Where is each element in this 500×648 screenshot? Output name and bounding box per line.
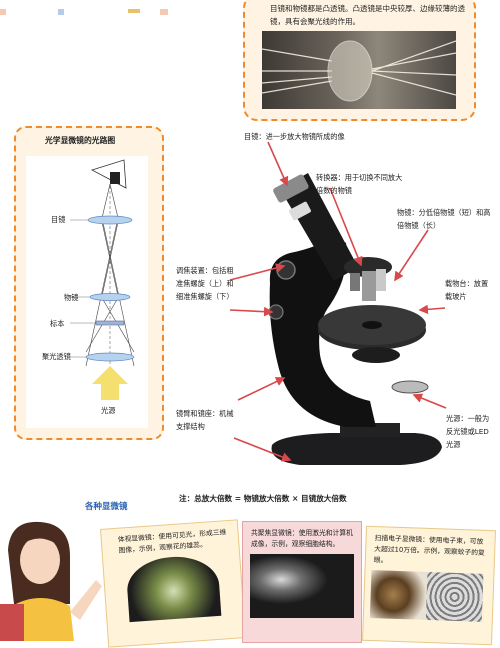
girl-shirt [10, 598, 74, 641]
girl-illustration [0, 521, 102, 641]
eye-outline [90, 159, 127, 189]
girl-face [20, 536, 60, 584]
light-beam-illustration [261, 40, 457, 102]
label-part-stage: 载物台：放置载玻片 [445, 279, 489, 301]
stereo-microscope-card: 体视显微镜：使用可见光，形成三维图像，示例，观察花的雄蕊。 [100, 519, 246, 648]
header-decoration [0, 0, 190, 15]
label-part-focus: 调焦装置：包括粗准焦螺旋（上）和细准焦螺旋（下） [176, 266, 234, 301]
label-eyepiece: 目镜 [51, 215, 66, 224]
sem-microscope-text: 扫描电子显微镜：使用电子束，可放大超过10万倍。示例，观察蚊子的复眼。 [373, 534, 485, 565]
light-path-canvas [26, 156, 148, 428]
stereo-microscope-photo [125, 553, 222, 623]
label-part-light: 光源：一般为反光镜或LED光源 [446, 414, 490, 449]
magnification-note: 注：总放大倍数 = 物镜放大倍数 × 目镜放大倍数 [179, 494, 347, 503]
label-part-eyepiece: 目镜：进一步放大物镜所成的像 [244, 132, 345, 141]
section-title: 各种显微镜 [85, 502, 128, 512]
decoration-dots [0, 9, 168, 15]
stereo-microscope-text: 体视显微镜：使用可见光，形成三维图像，示例，观察花的雄蕊。 [117, 528, 227, 555]
arrow-stage [418, 304, 446, 315]
sem-microscope-card: 扫描电子显微镜：使用电子束，可放大超过10万倍。示例，观察蚊子的复眼。 [362, 525, 496, 646]
label-specimen: 标本 [50, 319, 65, 328]
microscope-body [268, 173, 442, 465]
arrow-fine-focus [229, 306, 274, 317]
arrow-coarse-focus [229, 263, 286, 281]
label-part-objective: 物镜：分低倍物镜（短）和高倍物镜（长） [397, 208, 491, 230]
light-path-title: 光学显微镜的光路图 [45, 136, 116, 145]
compound-eye-photo [425, 571, 484, 622]
sem-photos [369, 569, 488, 622]
eye-pupil [110, 172, 120, 184]
convex-lens-photo [261, 31, 457, 109]
label-light-source: 光源 [101, 406, 116, 415]
arrow-arm [237, 377, 286, 401]
label-part-revolver: 转换器：用于切换不同放大倍数的物镜 [316, 173, 403, 195]
label-part-arm: 镜臂和镜座：机械支撑结构 [176, 409, 234, 431]
mosquito-photo [369, 569, 428, 620]
arrow-base [233, 437, 292, 462]
light-path-diagram [70, 159, 135, 400]
arrow-objective [394, 229, 429, 282]
microscope-illustration [268, 173, 442, 465]
arrow-eyepiece [267, 141, 289, 187]
confocal-microscope-text: 共聚焦显微镜：使用激光和计算机成像，示例，观察细胞结构。 [251, 529, 353, 548]
arrow-revolver [329, 187, 363, 267]
label-condenser: 聚光透镜 [42, 352, 71, 361]
lens-info-text: 目镜和物镜都是凸透镜。凸透镜是中央较厚、边缘较薄的透镜，具有会聚光线的作用。 [270, 4, 465, 26]
girl-hand [70, 580, 102, 620]
confocal-microscope-photo [250, 554, 354, 618]
girl-book [0, 604, 24, 641]
confocal-microscope-card: 共聚焦显微镜：使用激光和计算机成像，示例，观察细胞结构。 [242, 521, 362, 643]
label-objective: 物镜 [64, 293, 79, 302]
arrow-light [412, 393, 447, 409]
light-source-arrow [92, 366, 128, 400]
